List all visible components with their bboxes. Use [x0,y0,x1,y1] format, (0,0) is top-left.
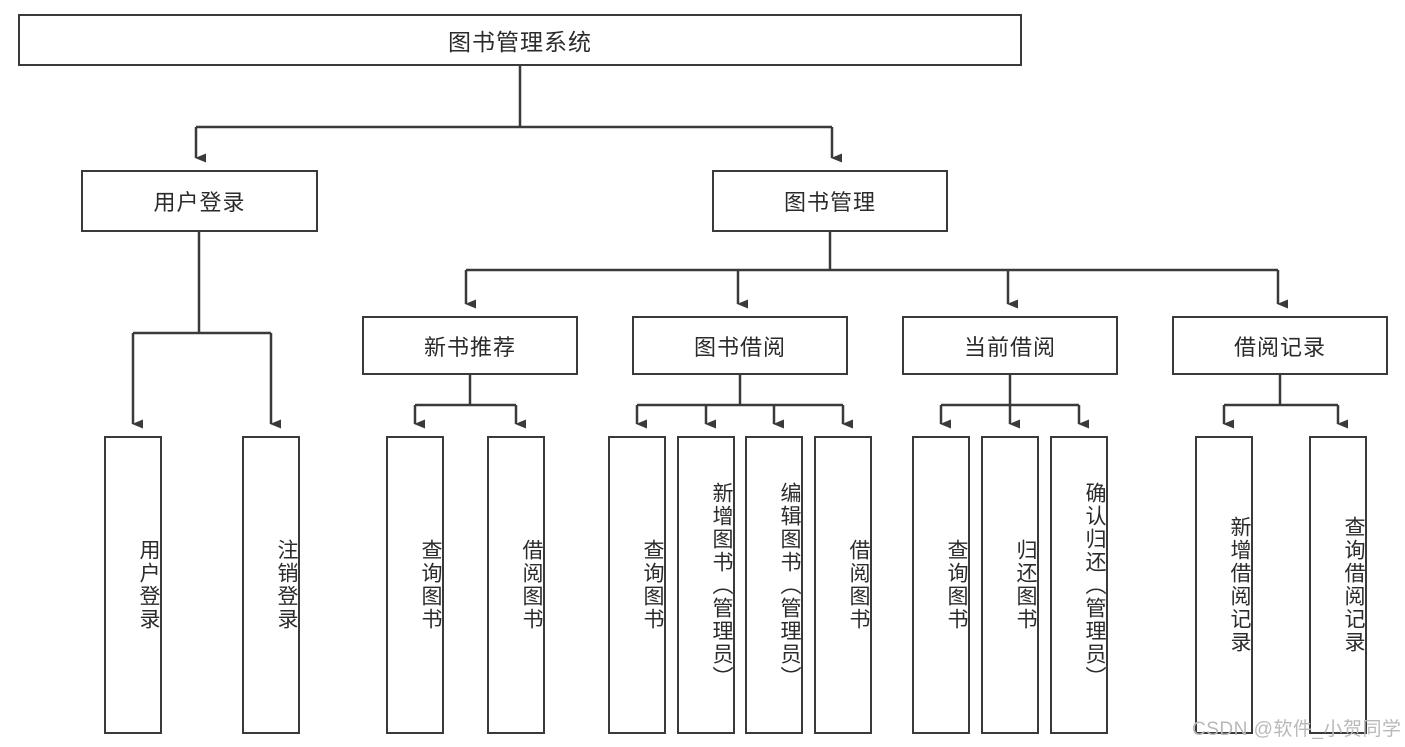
node-label: 图书管理系统 [448,29,592,55]
leaf-borrow-books-recommendation[interactable]: 借阅图书 [487,436,545,734]
node-new-book-recommendation[interactable]: 新书推荐 [362,316,578,375]
node-label: 确认归还（管理员） [1083,481,1106,689]
node-book-borrowing[interactable]: 图书借阅 [632,316,848,375]
leaf-return-books[interactable]: 归还图书 [981,436,1039,734]
node-label: 借阅记录 [1233,334,1326,360]
leaf-add-book-admin[interactable]: 新增图书（管理员） [677,436,735,734]
node-label: 注销登录 [275,539,298,631]
node-label: 查询图书 [641,539,664,631]
node-label: 查询图书 [419,539,442,631]
node-label: 借阅图书 [847,539,870,631]
leaf-edit-book-admin[interactable]: 编辑图书（管理员） [745,436,803,734]
leaf-confirm-return-admin[interactable]: 确认归还（管理员） [1050,436,1108,734]
node-label: 用户登录 [153,190,246,215]
node-label: 新增借阅记录 [1228,516,1251,654]
leaf-query-books-borrowing[interactable]: 查询图书 [608,436,666,734]
node-root-book-management-system[interactable]: 图书管理系统 [18,14,1022,66]
node-label: 当前借阅 [963,334,1056,360]
node-label: 借阅图书 [520,539,543,631]
node-label: 用户登录 [137,539,160,631]
leaf-borrow-books-borrowing[interactable]: 借阅图书 [814,436,872,734]
node-label: 编辑图书（管理员） [778,481,801,689]
node-user-login[interactable]: 用户登录 [81,170,318,232]
node-label: 查询借阅记录 [1342,516,1365,654]
node-label: 新增图书（管理员） [710,481,733,689]
node-book-management[interactable]: 图书管理 [712,170,948,232]
csdn-watermark: CSDN @软件_小贺同学 [1192,714,1401,741]
leaf-query-borrow-record[interactable]: 查询借阅记录 [1309,436,1367,734]
node-label: 归还图书 [1014,539,1037,631]
watermark-text: CSDN @软件_小贺同学 [1192,719,1402,740]
node-label: 查询图书 [945,539,968,631]
node-label: 图书借阅 [693,334,786,360]
leaf-user-login[interactable]: 用户登录 [104,436,162,734]
node-borrow-records[interactable]: 借阅记录 [1172,316,1388,375]
node-label: 新书推荐 [423,334,516,360]
leaf-logout[interactable]: 注销登录 [242,436,300,734]
leaf-add-borrow-record[interactable]: 新增借阅记录 [1195,436,1253,734]
leaf-query-books-recommendation[interactable]: 查询图书 [386,436,444,734]
node-current-borrowing[interactable]: 当前借阅 [902,316,1118,375]
node-label: 图书管理 [783,190,876,215]
leaf-query-books-current[interactable]: 查询图书 [912,436,970,734]
